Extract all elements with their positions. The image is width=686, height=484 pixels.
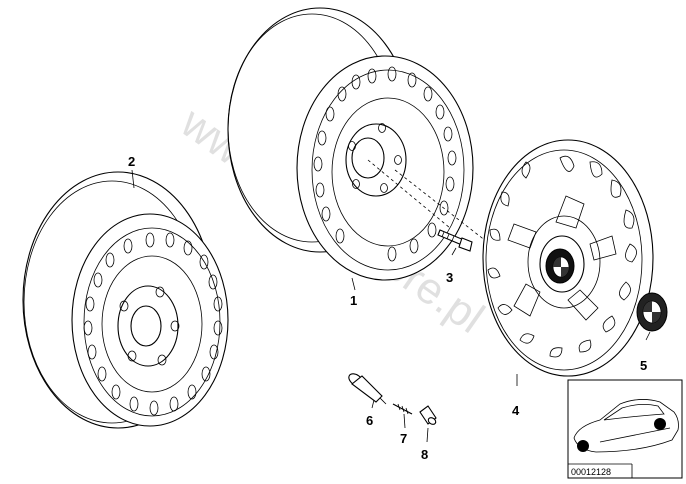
part-number-2[interactable]: 2 [128, 154, 135, 169]
tire-valve[interactable] [347, 371, 387, 405]
steel-wheel-perspective[interactable] [227, 7, 474, 281]
leader-line [351, 277, 356, 291]
vent-holes [313, 66, 457, 262]
leader-line [451, 247, 457, 256]
leader-line [426, 427, 429, 443]
alignment-line [394, 169, 501, 253]
part-number-1[interactable]: 1 [350, 293, 357, 308]
hub-cap[interactable] [482, 139, 654, 377]
bmw-emblem-icon [545, 248, 575, 284]
bmw-badge-icon[interactable] [636, 292, 668, 332]
hub-cap-spokes [507, 195, 617, 321]
leader-line [131, 169, 135, 189]
part-number-5[interactable]: 5 [640, 358, 647, 373]
part-number-8[interactable]: 8 [421, 447, 428, 462]
bolt-holes [348, 123, 402, 193]
part-number-7[interactable]: 7 [400, 431, 407, 446]
front-wheel-marker [577, 440, 589, 452]
valve-cap[interactable] [419, 405, 437, 426]
wheel-bolt[interactable] [437, 229, 473, 252]
part-number-3[interactable]: 3 [446, 270, 453, 285]
rear-wheel-marker [654, 418, 666, 430]
bolt-holes [119, 286, 180, 366]
vent-holes [83, 232, 223, 416]
leader-line [403, 413, 406, 429]
steel-wheel-front-view[interactable] [22, 171, 229, 429]
leader-line [645, 331, 651, 341]
car-location-thumbnail[interactable]: 00012128 [567, 379, 683, 479]
part-number-4[interactable]: 4 [512, 403, 520, 418]
part-number-6[interactable]: 6 [366, 413, 373, 428]
valve-insert[interactable] [392, 403, 413, 415]
diagram-code: 00012128 [571, 467, 611, 477]
leader-line [371, 399, 375, 409]
hub-cap-slots [487, 155, 637, 358]
car-outline-icon [573, 399, 679, 453]
